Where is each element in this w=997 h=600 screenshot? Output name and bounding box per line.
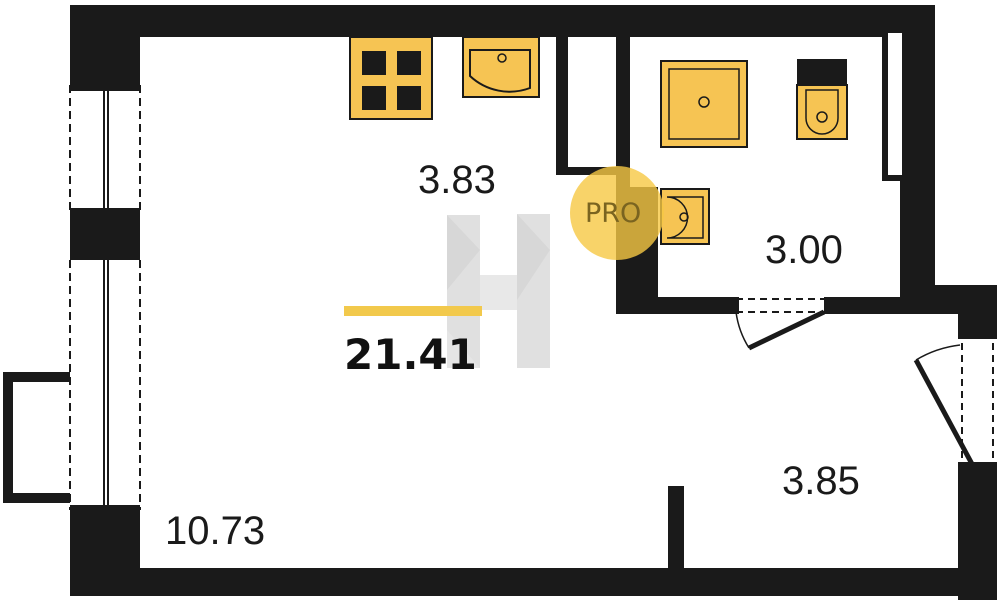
entrance-door <box>913 331 997 470</box>
logo-watermark <box>447 214 550 368</box>
bathroom-wall <box>616 27 935 37</box>
balcony <box>3 372 70 503</box>
toilet-tank-icon <box>797 59 847 85</box>
sink-bowl <box>469 49 531 93</box>
stove-burner <box>362 51 386 75</box>
entrance-wall <box>958 285 997 331</box>
door-leaf <box>913 358 975 466</box>
toilet-hole <box>816 111 828 123</box>
stove-burner <box>397 86 421 110</box>
door-jamb <box>958 331 997 339</box>
door-swing <box>735 311 750 349</box>
kitchen-niche <box>568 37 616 167</box>
total-area: 21.41 <box>344 330 477 379</box>
door-jamb <box>731 297 739 314</box>
bathroom-wall <box>626 297 736 314</box>
windows <box>69 85 141 511</box>
door-leaf <box>747 309 826 351</box>
bathroom-side <box>630 37 658 187</box>
kitchen-fixtures <box>349 36 540 120</box>
logo-cross-bar <box>480 275 517 310</box>
hallway-area-label: 3.85 <box>782 459 860 503</box>
logo-facet <box>447 215 480 290</box>
stub-wall <box>668 486 684 576</box>
living-area-label: 10.73 <box>165 509 266 553</box>
logo-facet <box>447 330 480 368</box>
bathroom-fixtures <box>660 59 848 245</box>
shaft-box <box>882 27 908 181</box>
entrance-wall <box>958 470 997 600</box>
washbasin-bowl <box>666 196 704 239</box>
stove-burner <box>362 86 386 110</box>
bathroom-door <box>731 297 832 351</box>
pro-badge <box>570 166 664 260</box>
door-opening <box>736 297 828 314</box>
logo-facet <box>517 214 550 300</box>
window-frame <box>70 208 140 214</box>
shower-drain <box>698 96 710 108</box>
window-frame <box>70 254 140 260</box>
window-frame <box>70 505 140 511</box>
stove-burner <box>397 51 421 75</box>
partition-wall <box>556 27 629 37</box>
bathroom-area-label: 3.00 <box>765 228 843 272</box>
kitchen-area-label: 3.83 <box>418 158 496 202</box>
washbasin-drain <box>679 212 689 222</box>
sink-drain <box>497 53 507 63</box>
bathroom-upper <box>630 37 880 62</box>
shower-tray-inner <box>668 68 740 140</box>
door-swing <box>915 344 961 361</box>
accent-bar <box>344 306 482 316</box>
balcony-rail <box>3 372 70 503</box>
pro-badge-label: PRO <box>585 198 642 229</box>
window-frame <box>70 85 140 91</box>
door-jamb <box>824 297 832 314</box>
bathroom-wall <box>828 297 958 314</box>
door-jamb <box>958 462 997 470</box>
